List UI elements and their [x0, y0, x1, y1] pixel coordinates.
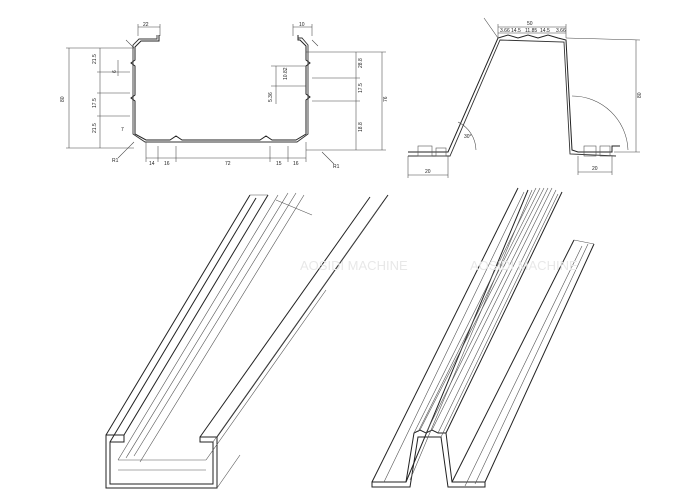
hat-stud-3d-drawing: [371, 187, 595, 488]
dim-bottom-4: 15: [276, 161, 282, 167]
dim-left-2: 17.5: [92, 98, 98, 108]
c-stud-end-profile: [105, 434, 218, 489]
hat-profile-drawing: 50 3.66 14.5 11.85 14.5 3.66 80 30° 20 2…: [407, 17, 643, 178]
watermark-left: AOSIDI MACHINE: [300, 258, 408, 273]
dim-left-3: 21.5: [92, 123, 98, 133]
dim-small-mid: 7: [121, 127, 124, 133]
dim-top-seg-2: 14.5: [511, 28, 521, 34]
dim-top-width: 50: [527, 21, 533, 27]
dim-left-1: 21.5: [92, 54, 98, 64]
hat-profile-outline: [408, 34, 620, 153]
dim-top-seg-4: 14.5: [540, 28, 550, 34]
dim-bottom-2: 16: [164, 161, 170, 167]
dim-right-2: 17.5: [358, 83, 364, 93]
c-stud-3d-drawing: [105, 192, 389, 489]
dim-top-seg-5: 3.66: [556, 28, 566, 34]
dim-bottom-5: 16: [293, 161, 299, 167]
dim-right-1: 28.8: [358, 58, 364, 68]
cross-section-profile: [130, 35, 311, 141]
dim-top-flange-left: 22: [143, 22, 149, 28]
dim-right-3: 18.8: [358, 122, 364, 132]
lip-right-radius: R1: [333, 164, 340, 170]
dim-top-flange-right: 10: [299, 22, 305, 28]
dim-base-right: 20: [592, 166, 598, 172]
dim-base-left: 20: [425, 169, 431, 175]
dim-right-small-1: 10.82: [283, 67, 289, 80]
dim-overall-height-left: 80: [60, 96, 66, 102]
dim-height: 80: [637, 92, 643, 98]
dim-angle: 30°: [464, 134, 472, 140]
dim-small-left: 6: [112, 70, 118, 73]
lip-left-radius: R1: [112, 158, 119, 164]
dim-overall-height-right: 76: [383, 96, 389, 102]
dim-bottom-3: 72: [225, 161, 231, 167]
cross-section-drawing: 22 10 80 21.5 17.5 21.5 6 7 76 28.8 17.5…: [60, 22, 389, 170]
dim-top-seg-1: 3.66: [500, 28, 510, 34]
dim-top-seg-3: 11.85: [525, 28, 537, 34]
hat-stud-end-profile: [371, 429, 486, 488]
dim-bottom-1: 14: [149, 161, 155, 167]
watermark-right: AOSIDI MACHINE: [470, 258, 578, 273]
dim-right-small-2: 5.36: [268, 92, 274, 102]
